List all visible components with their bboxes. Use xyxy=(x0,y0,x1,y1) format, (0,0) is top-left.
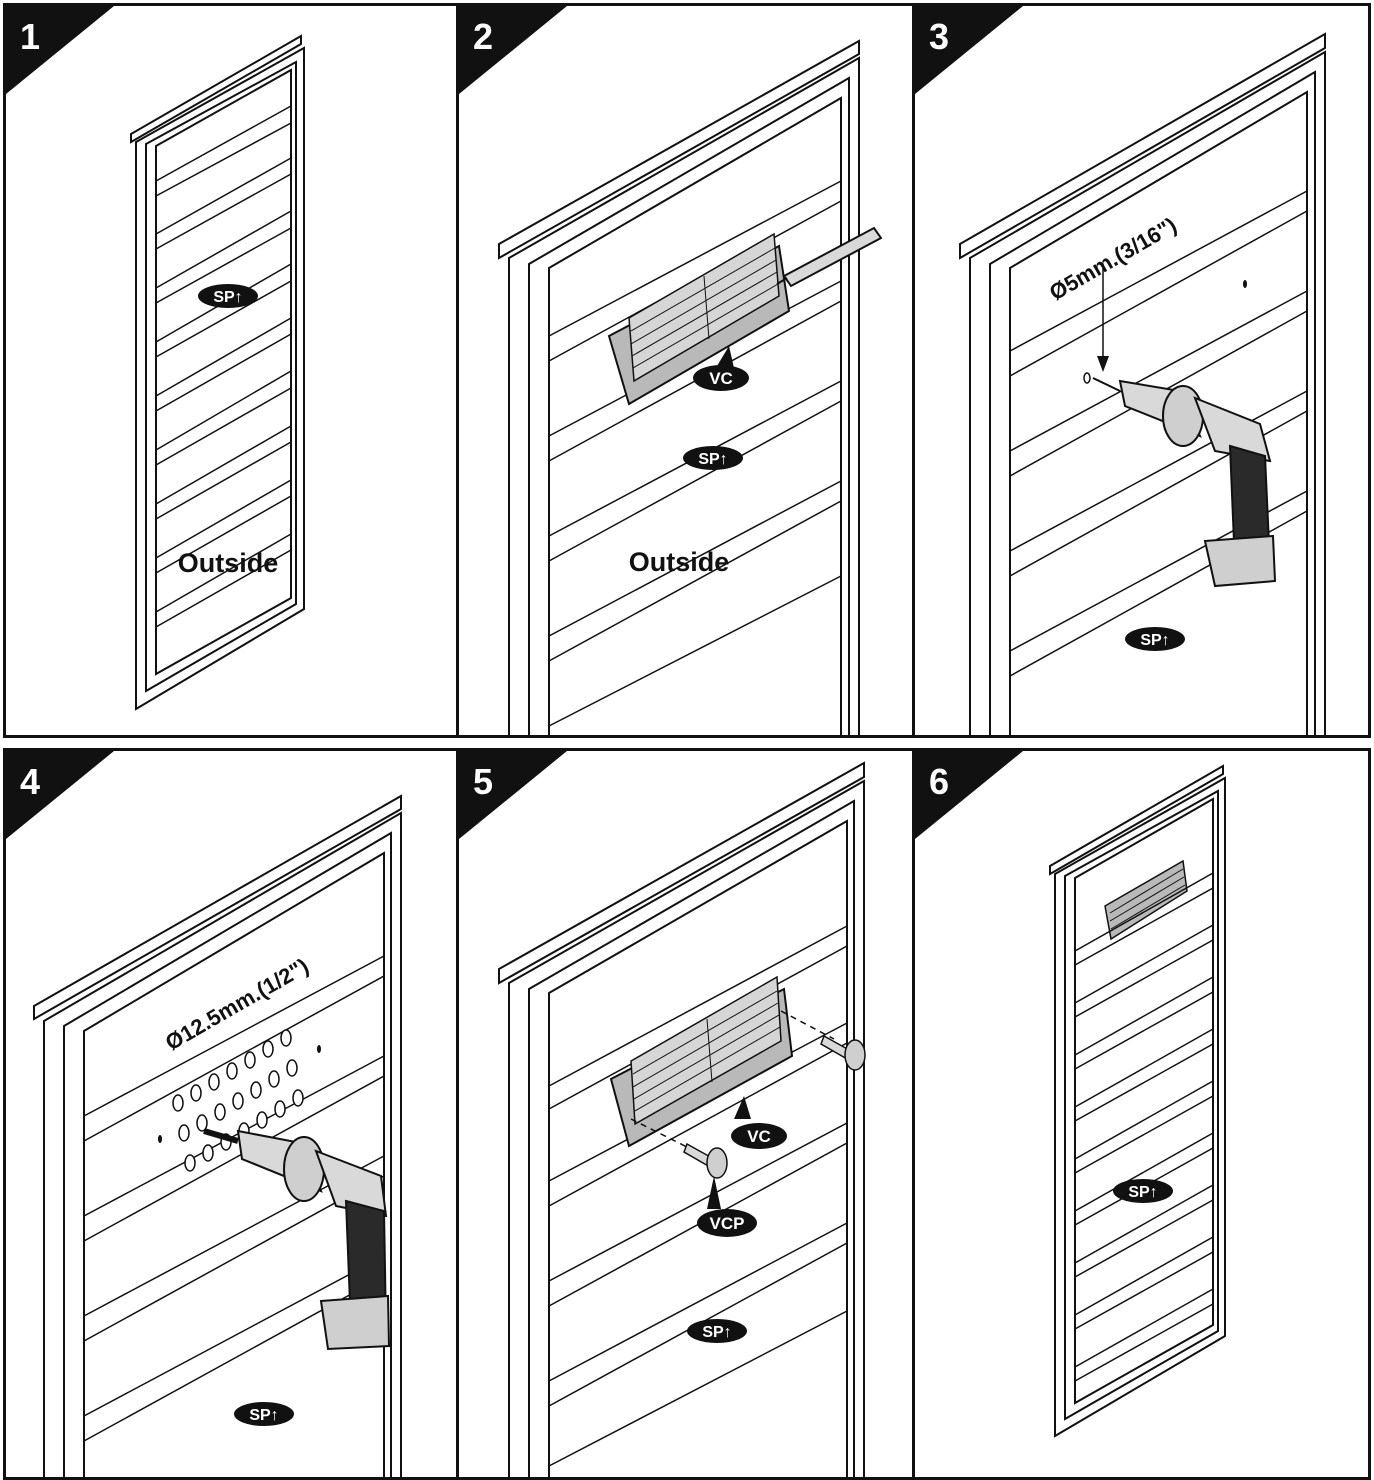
sp-label: SP↑ xyxy=(702,1324,731,1341)
step-3-panel: Ø5mm.(3/16") SP↑ 3 xyxy=(912,3,1371,738)
pilot-hole xyxy=(1084,373,1090,383)
step-number: 1 xyxy=(20,16,40,58)
plug-screw xyxy=(684,1144,727,1178)
sp-badge: SP↑ xyxy=(198,284,258,308)
sp-badge: SP↑ xyxy=(687,1319,747,1343)
sp-badge: SP↑ xyxy=(234,1402,294,1426)
power-drill xyxy=(204,1131,389,1349)
outside-label: Outside xyxy=(629,547,730,577)
door-inner-frame xyxy=(529,801,854,1480)
pilot-hole xyxy=(317,1045,321,1053)
drill-vent-holes-illustration: Ø12.5mm.(1/2") SP↑ xyxy=(6,751,459,1480)
step-number: 4 xyxy=(20,761,40,803)
pilot-hole xyxy=(1243,280,1247,288)
step-number: 5 xyxy=(473,761,493,803)
door-top-cap xyxy=(131,36,301,142)
louver-slats xyxy=(549,926,847,1466)
door-frame xyxy=(509,58,859,738)
door-inner-frame xyxy=(529,78,849,738)
vcp-badge: VCP xyxy=(697,1176,757,1237)
install-vent-cover-illustration: VC VCP SP↑ xyxy=(459,751,915,1480)
pilot-hole xyxy=(158,1135,162,1143)
sp-badge: SP↑ xyxy=(683,446,743,470)
door-panel xyxy=(549,98,841,738)
power-drill xyxy=(1093,378,1275,586)
sp-badge: SP↑ xyxy=(1125,627,1185,651)
step-1-panel: SP↑ Outside 1 xyxy=(3,3,459,738)
sp-label: SP↑ xyxy=(213,289,242,306)
louver-door-illustration: SP↑ Outside xyxy=(6,6,459,738)
sp-label: SP↑ xyxy=(698,451,727,468)
arrow-head xyxy=(1097,356,1109,372)
vc-label: VC xyxy=(747,1127,771,1146)
louver-slats xyxy=(1075,873,1213,1381)
step-4-panel: Ø12.5mm.(1/2") SP↑ 4 xyxy=(3,748,459,1480)
door-frame xyxy=(1055,778,1225,1436)
vc-badge: VC xyxy=(731,1096,787,1149)
door-top-cap xyxy=(1050,766,1223,874)
step-number: 2 xyxy=(473,16,493,58)
sp-label: SP↑ xyxy=(249,1407,278,1424)
hole-diameter-label: Ø5mm.(3/16") xyxy=(1045,212,1181,305)
sp-label: SP↑ xyxy=(1140,632,1169,649)
vcp-label: VCP xyxy=(710,1214,745,1233)
door-inner-frame xyxy=(146,62,296,691)
step-5-panel: VC VCP SP↑ 5 xyxy=(456,748,915,1480)
pencil-tool xyxy=(777,228,881,286)
drill-pilot-hole-illustration: Ø5mm.(3/16") SP↑ xyxy=(915,6,1371,738)
door-inner-frame xyxy=(64,833,391,1480)
step-6-panel: SP↑ 6 xyxy=(912,748,1371,1480)
finished-door-illustration: SP↑ xyxy=(915,751,1371,1480)
vc-label: VC xyxy=(709,369,733,388)
sp-badge: SP↑ xyxy=(1113,1179,1173,1203)
step-number: 3 xyxy=(929,16,949,58)
outside-label: Outside xyxy=(178,548,279,578)
sp-label: SP↑ xyxy=(1128,1184,1157,1201)
louver-door-with-vent-illustration: VC SP↑ Outside xyxy=(459,6,915,738)
step-2-panel: VC SP↑ Outside 2 xyxy=(456,3,915,738)
vent-cover xyxy=(611,977,792,1146)
step-number: 6 xyxy=(929,761,949,803)
